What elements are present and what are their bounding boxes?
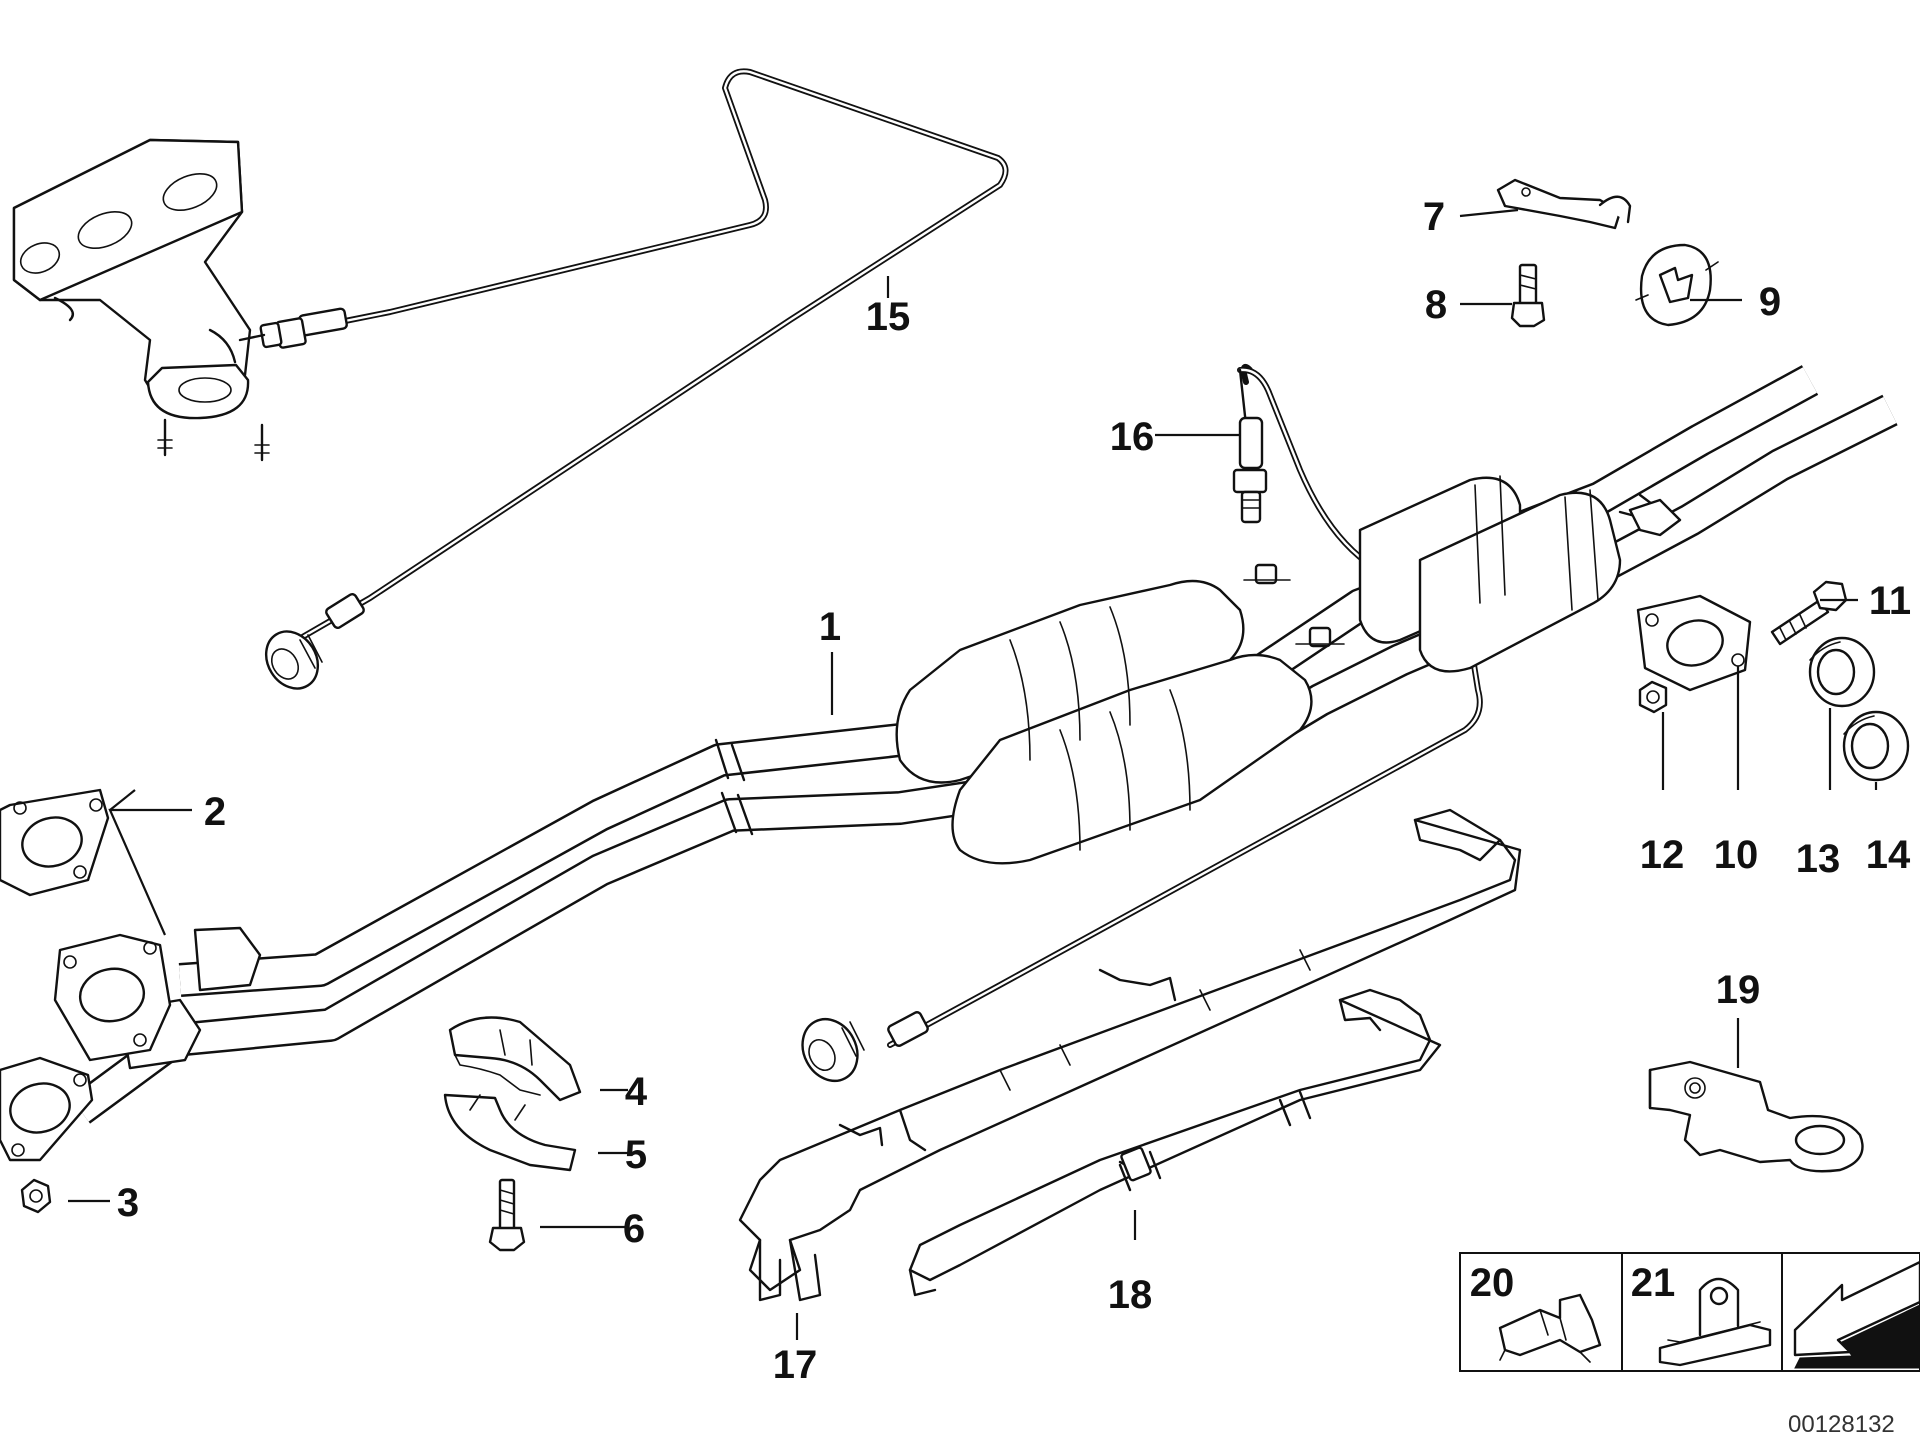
callout-15: 15 [866,295,911,339]
sealing-ring-13 [1808,636,1876,708]
callout-9: 9 [1759,280,1781,324]
gasket-2 [0,788,172,1162]
nut-3 [20,1178,52,1214]
callout-19: 19 [1716,968,1761,1012]
callout-16: 16 [1110,415,1155,459]
callout-11: 11 [1869,579,1911,623]
mounting-bracket-17 [738,808,1522,1302]
callout-labels: 1 2 3 4 5 6 7 8 9 10 11 12 13 14 15 16 1… [117,195,1911,1387]
callout-13: 13 [1796,837,1841,881]
callout-7: 7 [1423,195,1445,239]
oxygen-sensor-15 [238,68,1009,690]
mounting-bracket-18 [908,988,1442,1297]
inset-label-20: 20 [1470,1261,1515,1305]
callout-14: 14 [1866,833,1911,877]
nut-12 [1638,680,1668,714]
bolt-11 [1770,580,1848,646]
callout-18: 18 [1108,1273,1153,1317]
callout-10: 10 [1714,833,1759,877]
inset-label-21: 21 [1631,1261,1676,1305]
catalytic-converter-assembly [69,365,1898,1124]
bracket-7 [1496,178,1632,230]
callout-6: 6 [623,1207,645,1251]
callout-3: 3 [117,1181,139,1225]
leader-lines [68,208,1878,1340]
callout-1: 1 [819,605,841,649]
flange-10 [1636,594,1752,692]
callout-12: 12 [1640,833,1685,877]
tab-21 [1658,1277,1772,1367]
document-id: 00128132 [1788,1411,1895,1438]
bolt-6 [488,1178,526,1252]
callout-17: 17 [773,1343,818,1387]
exhaust-manifold [12,138,270,462]
rubber-mount-9 [1635,243,1719,327]
callout-8: 8 [1425,283,1447,327]
sealing-ring-14 [1842,710,1910,782]
direction-arrow-icon [1793,1260,1920,1369]
clamp-half-4 [448,1016,582,1102]
callout-5: 5 [625,1133,647,1177]
callout-4: 4 [625,1070,648,1114]
callout-2: 2 [204,790,226,834]
parts-inset-box: 20 21 [1459,1252,1920,1372]
clamp-half-5 [443,1093,577,1172]
bracket-19 [1648,1060,1864,1173]
bolt-8 [1510,263,1546,328]
clip-20 [1498,1293,1602,1363]
